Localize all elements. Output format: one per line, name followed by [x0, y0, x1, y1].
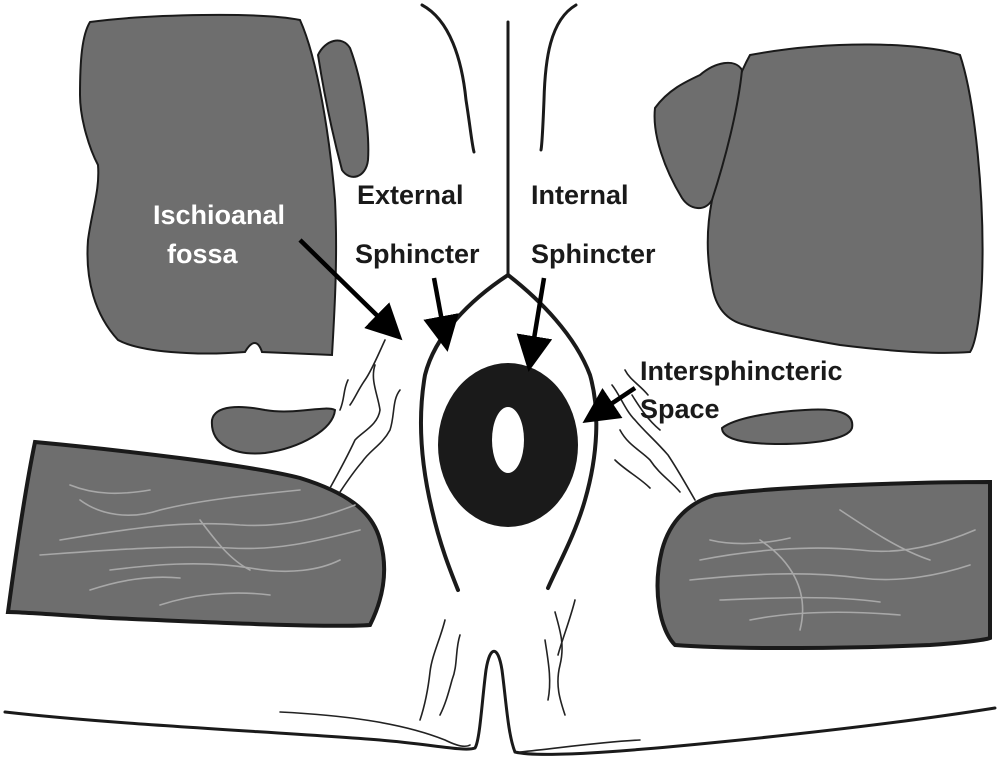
external-sphincter-arrow — [423, 277, 459, 352]
inner-skin-contour-right — [519, 739, 641, 753]
intersphincteric-space-label-line1: Intersphincteric — [640, 356, 843, 386]
lower-left-tissue-block — [5, 439, 387, 628]
upper-left-tissue-block — [78, 13, 338, 357]
ischioanal-fossa-arrow — [298, 238, 403, 341]
lower-right-fibers — [689, 509, 976, 631]
external-sphincter-label-line1: External — [357, 180, 464, 210]
upper-right-tissue-block — [706, 43, 984, 354]
right-small-oval-tissue — [720, 408, 854, 446]
external-sphincter-label-line2: Sphincter — [355, 239, 480, 269]
skin-contour — [3, 649, 997, 756]
lower-right-tissue-block — [655, 479, 992, 651]
inner-skin-contour — [279, 711, 471, 747]
external-sphincter-right-wall — [506, 273, 599, 590]
internal-sphincter-arrow — [516, 277, 553, 372]
internal-sphincter-label-line2: Sphincter — [531, 239, 656, 269]
ischioanal-fossa-label-line1: Ischioanal — [153, 200, 285, 230]
right-upper-curve — [539, 3, 578, 152]
upper-left-small-tissue — [316, 39, 370, 178]
ischioanal-fossa-label-line2: fossa — [167, 239, 239, 269]
left-upper-curve — [420, 3, 476, 154]
left-wispy-tissue — [329, 339, 401, 493]
lower-left-fibers — [39, 484, 361, 606]
upper-right-small-tissue — [653, 61, 744, 209]
anal-lumen — [492, 407, 524, 473]
intersphincteric-space-label-line2: Space — [640, 394, 720, 424]
left-small-oval-tissue — [210, 406, 337, 455]
lower-wispy-tissue — [419, 599, 576, 721]
right-wispy-tissue — [611, 369, 696, 501]
intersphincteric-space-arrow — [582, 386, 637, 423]
internal-sphincter-label-line1: Internal — [531, 180, 629, 210]
